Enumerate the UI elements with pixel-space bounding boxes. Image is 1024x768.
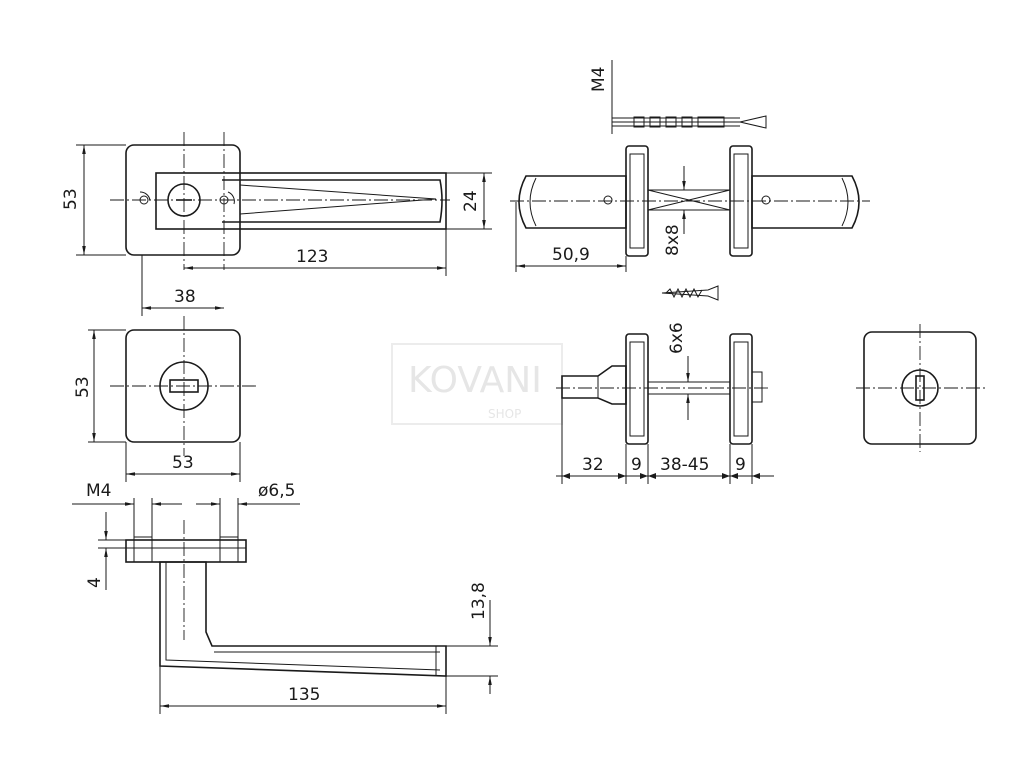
dim-rose-projection: 50,9 [552, 245, 590, 265]
watermark-sub: SHOP [488, 407, 521, 421]
dim-escutcheon-height: 53 [73, 376, 93, 398]
dim-door-thickness: 38-45 [660, 455, 709, 475]
watermark-brand: KOVANI [408, 360, 542, 401]
top-assembly-view: M4 8x8 50,9 [510, 60, 870, 301]
dim-base-thickness: 4 [85, 577, 105, 588]
dim-small-spindle: 6x6 [667, 322, 687, 354]
dim-knob-length: 32 [582, 455, 604, 475]
dim-hole-diameter: ø6,5 [258, 481, 295, 501]
dim-rose-thickness-right: 9 [735, 455, 746, 475]
escutcheon-view: 53 53 [73, 316, 256, 482]
dim-bolt-thread: M4 [589, 67, 609, 92]
dim-square-spindle: 8x8 [663, 224, 683, 256]
dim-key-offset: 38 [174, 287, 196, 307]
side-lever-view: M4 ø6,5 4 13,8 135 [72, 481, 498, 714]
back-escutcheon-view [856, 324, 986, 452]
bottom-assembly-view: 6x6 32 9 38-45 9 [556, 322, 774, 484]
dim-escutcheon-width: 53 [172, 453, 194, 473]
dim-front-rosette-height: 53 [61, 188, 81, 210]
dim-lever-height: 13,8 [469, 582, 489, 620]
dim-lever-length: 123 [296, 247, 328, 267]
front-lever-view: 53 24 123 38 [61, 132, 492, 316]
dim-lever-width: 24 [461, 190, 481, 212]
watermark: KOVANI SHOP [391, 343, 563, 425]
dim-screw-thread: M4 [86, 481, 111, 501]
dim-lever-total-length: 135 [288, 685, 320, 705]
dim-rose-thickness-left: 9 [631, 455, 642, 475]
